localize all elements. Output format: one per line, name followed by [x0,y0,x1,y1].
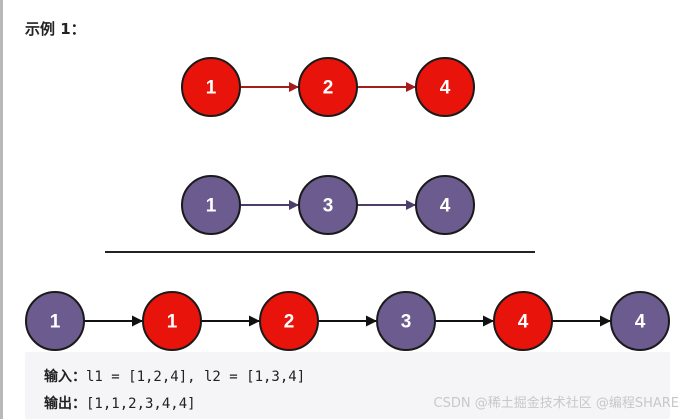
l1-node-label-2: 2 [323,78,334,99]
l2-node-label-2: 3 [323,196,334,217]
merged-node-1 [25,291,85,351]
input-value: l1 = [1,2,4], l2 = [1,3,4] [86,369,306,385]
merged-node-label-4: 3 [401,312,412,333]
merged-node-4 [376,291,436,351]
watermark: CSDN @稀土掘金技术社区 @编程SHARE [433,396,680,411]
merged-node-label-2: 1 [167,312,178,333]
l1-node-label-1: 1 [206,78,217,99]
output-value: [1,1,2,3,4,4] [86,396,196,412]
list-merged: 1 1 2 3 4 4 [25,291,670,351]
input-label: 输入： [44,369,86,385]
merged-node-label-5: 4 [518,312,529,333]
merged-node-5 [493,291,553,351]
list-l1: 1 2 4 [181,57,475,117]
merged-node-2 [142,291,202,351]
merged-node-label-6: 4 [635,312,646,333]
l2-node-2 [298,175,358,235]
output-label: 输出： [44,396,86,412]
merged-node-label-1: 1 [50,312,61,333]
example-heading: 示例 1： [25,20,86,38]
output-line: 输出：[1,1,2,3,4,4] [44,393,196,413]
l2-node-3 [415,175,475,235]
input-line: 输入：l1 = [1,2,4], l2 = [1,3,4] [44,366,305,386]
l1-node-3 [415,57,475,117]
list-l2: 1 3 4 [181,175,475,235]
l1-node-label-3: 4 [440,78,451,99]
l2-node-label-3: 4 [440,196,451,217]
left-border [0,0,3,419]
l2-node-1 [181,175,241,235]
merged-node-label-3: 2 [284,312,295,333]
linked-list-diagram: 1 2 4 1 3 4 1 1 2 3 4 4 [25,57,670,351]
example-io-box: 输入：l1 = [1,2,4], l2 = [1,3,4] 输出：[1,1,2,… [25,352,670,419]
l1-node-2 [298,57,358,117]
merged-node-3 [259,291,319,351]
l1-node-1 [181,57,241,117]
merged-node-6 [610,291,670,351]
l2-node-label-1: 1 [206,196,217,217]
